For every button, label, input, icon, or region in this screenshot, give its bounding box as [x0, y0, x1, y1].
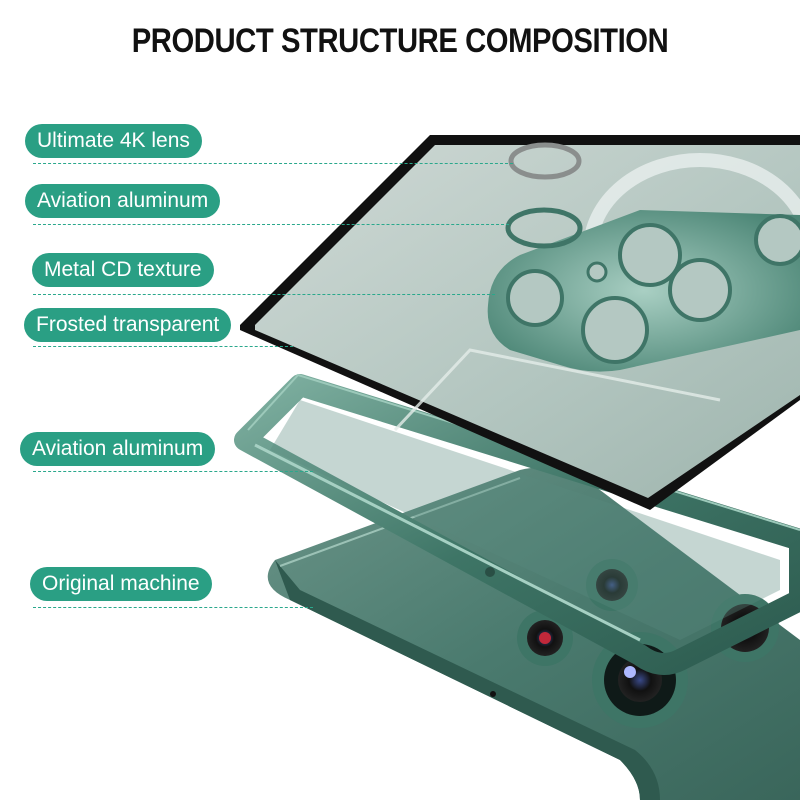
- leader-line-frosted: [33, 346, 293, 347]
- label-original-machine: Original machine: [30, 567, 212, 601]
- aluminum-frame: [234, 373, 800, 675]
- leader-line-4k-lens: [33, 163, 513, 164]
- label-aviation-aluminum-frame: Aviation aluminum: [20, 432, 216, 466]
- cd-camera-module: [487, 210, 800, 372]
- label-frosted-transparent: Frosted transparent: [24, 308, 232, 342]
- leader-line-cd-texture: [33, 294, 495, 295]
- lens-ring-4k: [508, 142, 582, 180]
- page-title: PRODUCT STRUCTURE COMPOSITION: [131, 22, 669, 60]
- leader-line-aluminum-frame: [33, 471, 313, 472]
- lens-ring-aluminum: [505, 207, 583, 249]
- leader-line-aluminum-ring: [33, 224, 509, 225]
- label-aviation-aluminum-ring: Aviation aluminum: [25, 184, 221, 218]
- leader-line-original-machine: [33, 607, 313, 608]
- label-metal-cd-texture: Metal CD texture: [32, 253, 214, 287]
- label-ultimate-4k-lens: Ultimate 4K lens: [25, 124, 202, 158]
